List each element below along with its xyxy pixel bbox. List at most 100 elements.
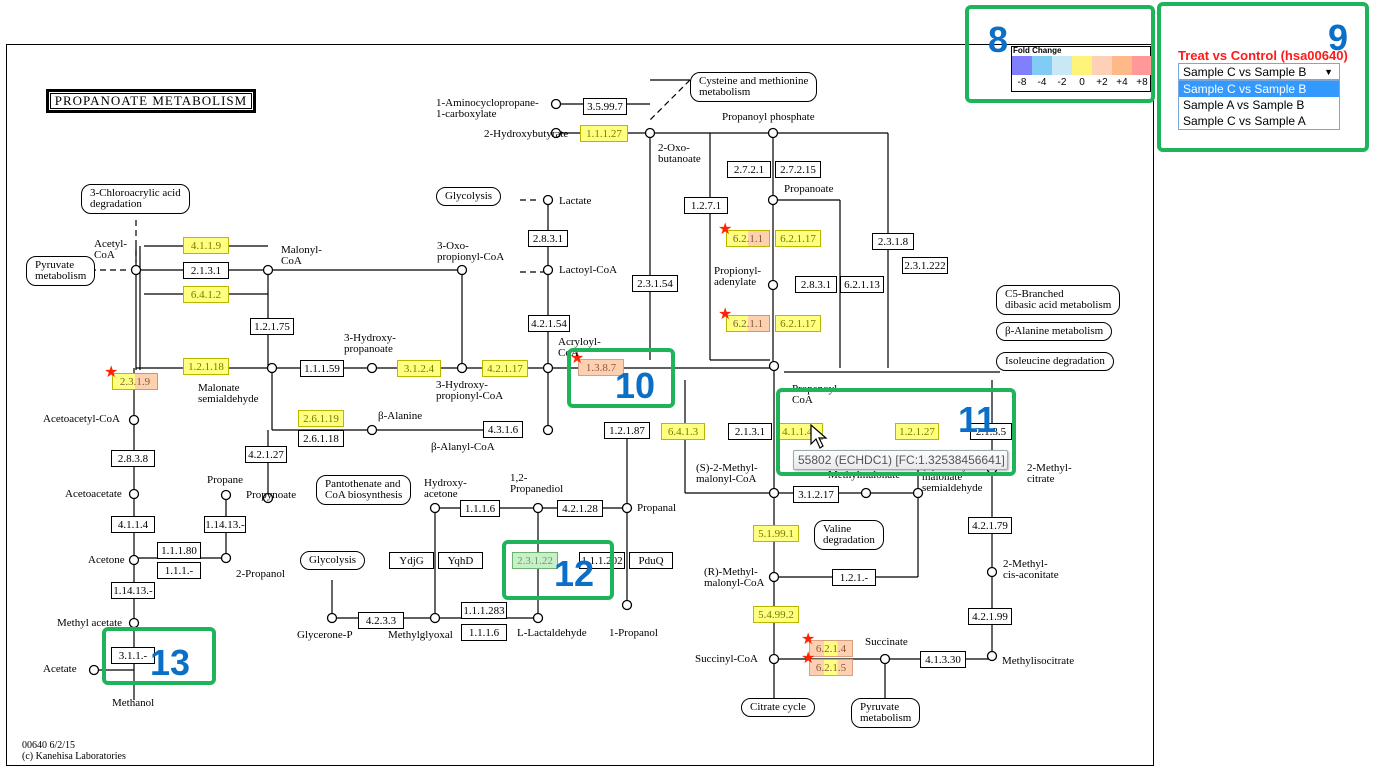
compound-label[interactable]: Methylisocitrate — [1002, 655, 1075, 667]
compound-label[interactable]: Malonyl-CoA — [281, 244, 322, 267]
compound-label[interactable]: 2-Methyl-citrate — [1027, 462, 1072, 485]
enzyme-box[interactable]: 2.1.3.5 — [970, 423, 1012, 440]
enzyme-box[interactable]: 6.4.1.3 — [661, 423, 705, 440]
compound-label[interactable]: Lactoyl-CoA — [559, 264, 618, 276]
enzyme-box[interactable]: 1.2.1.18 — [183, 358, 229, 375]
enzyme-box[interactable]: 4.2.3.3 — [358, 612, 404, 629]
enzyme-box[interactable]: 3.1.2.17 — [793, 486, 839, 503]
enzyme-box[interactable]: 6.2.1.17 — [775, 230, 821, 247]
enzyme-box[interactable]: 2.6.1.18 — [298, 430, 344, 447]
enzyme-box[interactable]: 3.1.2.4 — [397, 360, 441, 377]
pathway-link[interactable]: Glycolysis — [300, 551, 366, 570]
pathway-link[interactable]: β-Alanine metabolism — [996, 322, 1113, 341]
enzyme-box[interactable]: 2.7.2.1 — [727, 161, 771, 178]
enzyme-box[interactable]: 1.1.1.59 — [300, 360, 344, 377]
enzyme-box[interactable]: 6.2.1.13 — [840, 276, 884, 293]
comparison-option[interactable]: Sample C vs Sample B — [1179, 81, 1339, 97]
compound-label[interactable]: (S)-2-Methyl-malonyl-CoA — [696, 462, 758, 485]
compound-label[interactable]: β-Alanine — [378, 410, 423, 422]
enzyme-box[interactable]: 2.3.1.22 — [512, 552, 558, 569]
enzyme-box[interactable]: 4.2.1.79 — [968, 517, 1012, 534]
compound-label[interactable]: Succinate — [865, 636, 908, 648]
enzyme-box[interactable]: 2.3.1.8 — [872, 233, 914, 250]
compound-label[interactable]: 1-Propanol — [609, 627, 658, 639]
enzyme-box[interactable]: 2.1.3.1 — [728, 423, 772, 440]
enzyme-box[interactable]: 3.5.99.7 — [583, 98, 627, 115]
enzyme-box[interactable]: YqhD — [438, 552, 483, 569]
enzyme-box[interactable]: 2.8.3.8 — [111, 450, 155, 467]
compound-label[interactable]: Hydroxy-acetone — [424, 477, 467, 500]
enzyme-box[interactable]: 4.3.1.6 — [483, 421, 523, 438]
enzyme-box[interactable]: 1.2.1.27 — [895, 423, 939, 440]
compound-label[interactable]: Acetoacetate — [65, 488, 122, 500]
enzyme-box[interactable]: PduQ — [629, 552, 673, 569]
compound-label[interactable]: Acetyl-CoA — [94, 238, 127, 261]
enzyme-box[interactable]: 6.2.1.1 — [726, 230, 770, 247]
enzyme-box[interactable]: 1.2.1.- — [832, 569, 876, 586]
compound-label[interactable]: Methylglyoxal — [388, 629, 453, 641]
compound-label[interactable]: 2-Propanol — [236, 568, 285, 580]
pathway-link[interactable]: Citrate cycle — [741, 698, 815, 717]
enzyme-box[interactable]: 6.2.1.4 — [809, 640, 853, 657]
compound-label[interactable]: 3-Oxo-propionyl-CoA — [437, 240, 505, 263]
compound-label[interactable]: Methyl acetate — [57, 617, 123, 629]
enzyme-box[interactable]: 4.2.1.99 — [968, 608, 1012, 625]
compound-label[interactable]: 1,2-Propanediol — [510, 472, 564, 495]
compound-label[interactable]: Propanoyl phosphate — [722, 111, 815, 123]
pathway-link[interactable]: Isoleucine degradation — [996, 352, 1114, 371]
enzyme-box[interactable]: 1.14.13.- — [204, 516, 246, 533]
compound-label[interactable]: 2-Oxo-butanoate — [658, 142, 701, 165]
compound-label[interactable]: (R)-Methyl-malonyl-CoA — [704, 566, 765, 589]
compound-label[interactable]: Succinyl-CoA — [695, 653, 758, 665]
enzyme-box[interactable]: 4.2.1.54 — [528, 315, 570, 332]
enzyme-box[interactable]: 4.2.1.17 — [482, 360, 528, 377]
pathway-link[interactable]: Glycolysis — [436, 187, 502, 206]
enzyme-box[interactable]: 2.3.1.9 — [112, 373, 158, 390]
compound-label[interactable]: Propionyl-adenylate — [714, 265, 762, 288]
enzyme-box[interactable]: 3.1.1.- — [111, 647, 155, 664]
enzyme-box[interactable]: 6.2.1.5 — [809, 659, 853, 676]
enzyme-box[interactable]: 1.1.1.6 — [461, 624, 507, 641]
enzyme-box[interactable]: 6.2.1.17 — [775, 315, 821, 332]
enzyme-box[interactable]: 5.4.99.2 — [753, 606, 799, 623]
compound-label[interactable]: Methanol — [112, 697, 155, 709]
compound-label[interactable]: Lactate — [559, 195, 592, 207]
enzyme-box[interactable]: 2.6.1.19 — [298, 410, 344, 427]
enzyme-box[interactable]: YdjG — [389, 552, 434, 569]
enzyme-box[interactable]: 2.1.3.1 — [183, 262, 229, 279]
enzyme-box[interactable]: 1.2.7.1 — [684, 197, 728, 214]
compound-label[interactable]: Acetate — [43, 663, 77, 675]
compound-label[interactable]: 2-Hydroxybutyrate — [484, 128, 569, 140]
enzyme-box[interactable]: 1.1.1.- — [157, 562, 201, 579]
comparison-select[interactable]: Sample C vs Sample B ▼ — [1178, 63, 1340, 80]
enzyme-box[interactable]: 1.14.13.- — [111, 582, 155, 599]
compound-label[interactable]: Propanal — [637, 502, 677, 514]
compound-label[interactable]: Propanoate — [784, 183, 834, 195]
enzyme-box[interactable]: 1.1.1.283 — [461, 602, 507, 619]
compound-label[interactable]: Propynoate — [246, 489, 297, 501]
enzyme-box[interactable]: 1.1.1.27 — [580, 125, 628, 142]
enzyme-box[interactable]: 2.7.2.15 — [775, 161, 821, 178]
compound-label[interactable]: Acetone — [88, 554, 125, 566]
enzyme-box[interactable]: 1.2.1.87 — [604, 422, 650, 439]
compound-label[interactable]: 2-Methyl-cis-aconitate — [1003, 558, 1059, 581]
enzyme-box[interactable]: 1.3.8.7 — [578, 359, 624, 376]
comparison-option[interactable]: Sample A vs Sample B — [1183, 98, 1305, 112]
comparison-option[interactable]: Sample C vs Sample A — [1183, 114, 1306, 128]
compound-label[interactable]: Glycerone-P — [297, 629, 353, 641]
compound-label[interactable]: 1-Aminocyclopropane-1-carboxylate — [436, 97, 539, 120]
compound-label[interactable]: 3-Hydroxy-propanoate — [344, 332, 396, 355]
enzyme-box[interactable]: 2.8.3.1 — [528, 230, 568, 247]
enzyme-box[interactable]: 2.8.3.1 — [795, 276, 837, 293]
enzyme-box[interactable]: 4.1.3.30 — [920, 651, 966, 668]
compound-label[interactable]: β-Alanyl-CoA — [431, 441, 495, 453]
enzyme-box[interactable]: 6.2.1.1 — [726, 315, 770, 332]
compound-label[interactable]: Propane — [207, 474, 244, 486]
